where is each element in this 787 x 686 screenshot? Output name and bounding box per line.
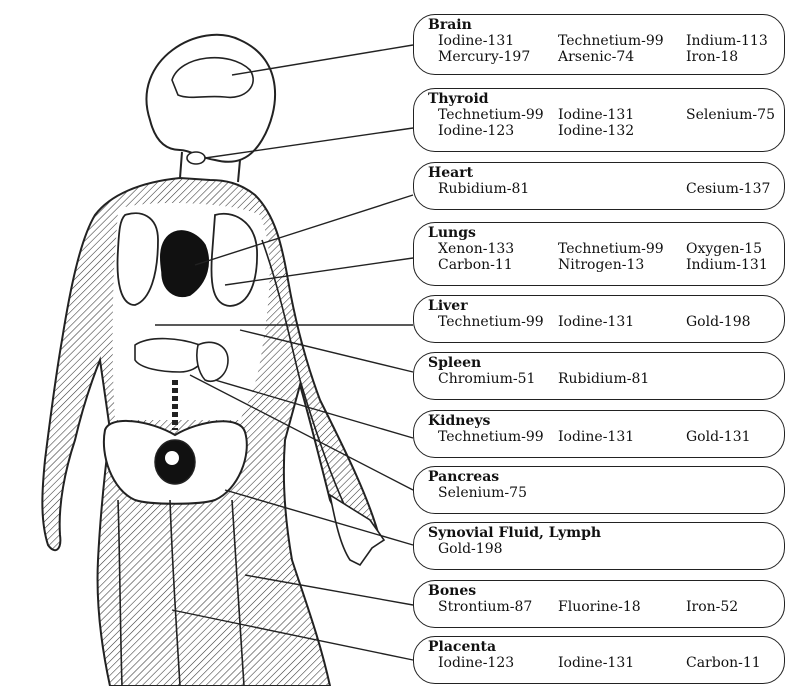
isotope-row: Xenon-133 Technetium-99 Oxygen-15 — [428, 241, 774, 257]
organ-name-synovial-fluid-lymph: Synovial Fluid, Lymph — [428, 526, 774, 541]
isotope: Technetium-99 — [558, 241, 664, 257]
isotope: Strontium-87 — [438, 599, 532, 615]
isotope: Technetium-99 — [438, 314, 544, 330]
isotope: Nitrogen-13 — [558, 257, 644, 273]
isotope-row: Iodine-123 Iodine-132 — [428, 123, 774, 139]
isotope-row: Strontium-87 Fluorine-18 Iron-52 — [428, 599, 774, 615]
spleen — [197, 342, 228, 381]
organ-box-thyroid: Thyroid Technetium-99 Iodine-131 Seleniu… — [413, 88, 785, 152]
isotope: Xenon-133 — [438, 241, 514, 257]
liver — [135, 339, 204, 372]
isotope: Chromium-51 — [438, 371, 535, 387]
isotope-row: Selenium-75 — [428, 485, 774, 501]
organ-box-lungs: Lungs Xenon-133 Technetium-99 Oxygen-15 … — [413, 222, 785, 286]
isotope-row: Technetium-99 Iodine-131 Gold-131 — [428, 429, 774, 445]
isotope: Oxygen-15 — [686, 241, 762, 257]
isotope: Iron-52 — [686, 599, 738, 615]
isotope-row: Chromium-51 Rubidium-81 — [428, 371, 774, 387]
thyroid — [187, 152, 205, 164]
isotope-row: Mercury-197 Arsenic-74 Iron-18 — [428, 49, 774, 65]
organ-box-bones: Bones Strontium-87 Fluorine-18 Iron-52 — [413, 580, 785, 628]
organ-name-brain: Brain — [428, 18, 774, 33]
isotope: Technetium-99 — [438, 429, 544, 445]
isotope: Gold-198 — [438, 541, 503, 557]
organ-box-pancreas: Pancreas Selenium-75 — [413, 466, 785, 514]
fetus-head — [165, 451, 179, 465]
organ-name-kidneys: Kidneys — [428, 414, 774, 429]
organ-name-heart: Heart — [428, 166, 774, 181]
organ-box-kidneys: Kidneys Technetium-99 Iodine-131 Gold-13… — [413, 410, 785, 458]
isotope: Iodine-123 — [438, 123, 514, 139]
isotope: Cesium-137 — [686, 181, 770, 197]
isotope: Rubidium-81 — [438, 181, 529, 197]
isotope: Selenium-75 — [438, 485, 527, 501]
organ-box-spleen: Spleen Chromium-51 Rubidium-81 — [413, 352, 785, 400]
isotope: Mercury-197 — [438, 49, 530, 65]
isotope: Iodine-132 — [558, 123, 634, 139]
isotope-row: Gold-198 — [428, 541, 774, 557]
isotope: Rubidium-81 — [558, 371, 649, 387]
isotope: Indium-113 — [686, 33, 768, 49]
isotope-row: Rubidium-81 Cesium-137 — [428, 181, 774, 197]
isotope: Iodine-131 — [558, 655, 634, 671]
isotope: Gold-131 — [686, 429, 751, 445]
organ-name-placenta: Placenta — [428, 640, 774, 655]
organ-box-placenta: Placenta Iodine-123 Iodine-131 Carbon-11 — [413, 636, 785, 684]
isotope: Iodine-131 — [558, 107, 634, 123]
organ-box-synovial-fluid-lymph: Synovial Fluid, Lymph Gold-198 — [413, 522, 785, 570]
isotope-row: Technetium-99 Iodine-131 Gold-198 — [428, 314, 774, 330]
isotope-row: Iodine-131 Technetium-99 Indium-113 — [428, 33, 774, 49]
isotope: Carbon-11 — [686, 655, 761, 671]
isotope-row: Carbon-11 Nitrogen-13 Indium-131 — [428, 257, 774, 273]
isotope: Iodine-131 — [438, 33, 514, 49]
isotope: Technetium-99 — [438, 107, 544, 123]
isotope: Iodine-131 — [558, 314, 634, 330]
isotope: Iodine-123 — [438, 655, 514, 671]
organ-name-liver: Liver — [428, 299, 774, 314]
isotope: Technetium-99 — [558, 33, 664, 49]
isotope: Fluorine-18 — [558, 599, 641, 615]
organ-name-lungs: Lungs — [428, 226, 774, 241]
isotope: Iron-18 — [686, 49, 738, 65]
organ-name-thyroid: Thyroid — [428, 92, 774, 107]
organ-box-liver: Liver Technetium-99 Iodine-131 Gold-198 — [413, 295, 785, 343]
organ-name-spleen: Spleen — [428, 356, 774, 371]
organ-box-brain: Brain Iodine-131 Technetium-99 Indium-11… — [413, 14, 785, 75]
organ-box-heart: Heart Rubidium-81 Cesium-137 — [413, 162, 785, 210]
lung-right — [211, 214, 257, 306]
isotope: Arsenic-74 — [558, 49, 634, 65]
isotope-row: Iodine-123 Iodine-131 Carbon-11 — [428, 655, 774, 671]
isotope: Indium-131 — [686, 257, 768, 273]
isotope: Iodine-131 — [558, 429, 634, 445]
isotope-row: Technetium-99 Iodine-131 Selenium-75 — [428, 107, 774, 123]
isotope: Gold-198 — [686, 314, 751, 330]
organ-name-pancreas: Pancreas — [428, 470, 774, 485]
organ-name-bones: Bones — [428, 584, 774, 599]
isotope: Carbon-11 — [438, 257, 513, 273]
isotope: Selenium-75 — [686, 107, 775, 123]
head-outline — [146, 35, 275, 162]
